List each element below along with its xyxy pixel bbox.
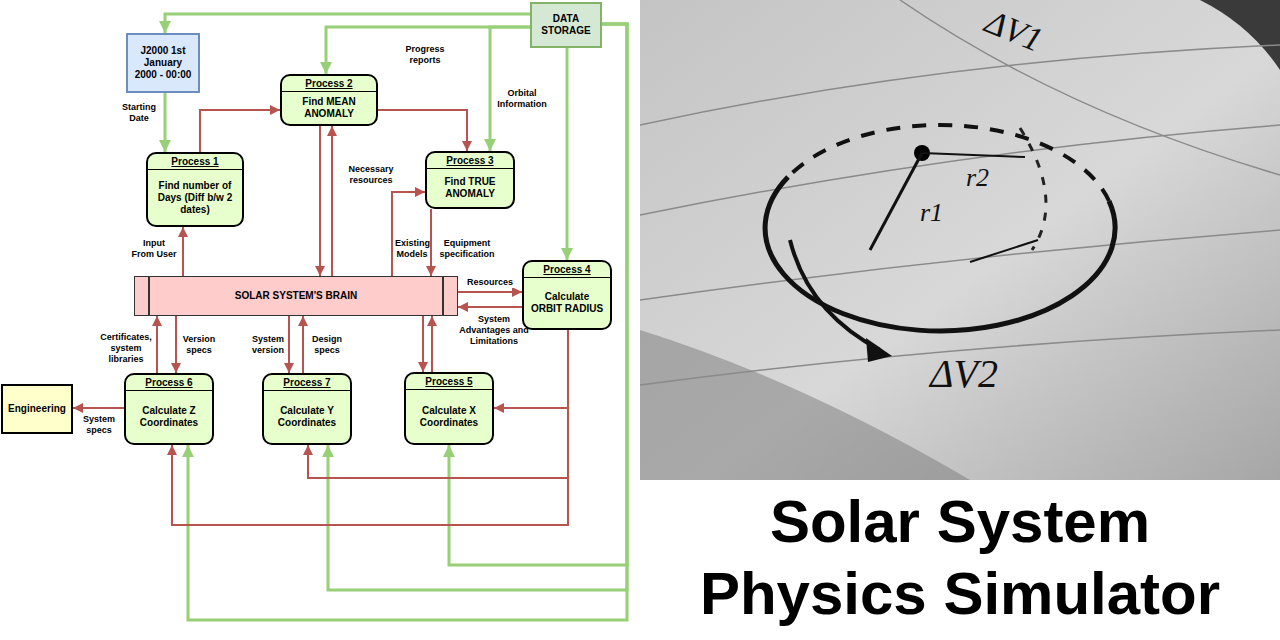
process-flow [73, 407, 124, 409]
node-label: SOLAR SYSTEM'S BRAIN [231, 288, 361, 304]
velocity-arrow [970, 240, 1038, 262]
node-label: Engineering [4, 401, 70, 417]
paper-line [640, 125, 1280, 215]
data-store: DATA STORAGE [530, 2, 602, 48]
orbit-ellipse [765, 177, 1115, 331]
process-flow [458, 291, 522, 293]
sketch-annotation: ΔV2 [930, 350, 998, 397]
flow-label: Resources [462, 277, 518, 288]
process-flow [200, 110, 280, 152]
process-box: Process 4Calculate ORBIT RADIUS [522, 260, 612, 330]
sketch-photo [640, 0, 1280, 480]
process-box: Process 6Calculate Z Coordinates [124, 373, 214, 445]
process-heading: Process 1 [148, 154, 242, 170]
flow-label: Existing Models [394, 238, 430, 260]
process-flow [302, 316, 304, 373]
flow-label: System Advantages and Limitations [458, 314, 530, 347]
process-flow [392, 192, 425, 276]
radius-line [922, 153, 1025, 157]
process-flow [331, 126, 333, 276]
process-flow [431, 316, 433, 372]
flow-label: Necessary resources [345, 164, 397, 186]
transfer-orbit [1020, 128, 1046, 250]
process-heading: Process 6 [126, 375, 212, 391]
date-box: J2000 1st January 2000 - 00:00 [126, 33, 200, 93]
process-flow [422, 316, 424, 372]
node-label: J2000 1st January 2000 - 00:00 [128, 43, 198, 83]
process-label: Calculate ORBIT RADIUS [524, 278, 610, 328]
process-heading: Process 4 [524, 262, 610, 278]
process-label: Find TRUE ANOMALY [427, 169, 513, 207]
process-flow [288, 316, 290, 373]
paper-line [900, 0, 1280, 175]
flow-label: Equipment specification [436, 238, 498, 260]
process-heading: Process 3 [427, 153, 513, 169]
delta-v-arrow [790, 240, 880, 350]
process-box: Process 7Calculate Y Coordinates [262, 373, 352, 445]
process-flow [430, 209, 432, 276]
flow-label: System specs [78, 414, 120, 436]
flow-label: Progress reports [402, 44, 448, 66]
paper-line [640, 45, 1280, 125]
process-flow [172, 330, 568, 525]
data-flow [566, 48, 569, 260]
paper-shadow [640, 330, 970, 480]
process-heading: Process 7 [264, 375, 350, 391]
process-flow [175, 316, 177, 373]
page-title: Solar System Physics Simulator [660, 486, 1260, 630]
paper-line [640, 230, 1280, 300]
sketch-annotation: r2 [966, 163, 989, 193]
process-label: Find number of Days (Diff b/w 2 dates) [148, 170, 242, 225]
flow-label: Design specs [308, 334, 346, 356]
external-entity: Engineering [1, 384, 73, 434]
arrow-head [866, 338, 892, 362]
process-flow [458, 306, 522, 308]
process-flow [182, 227, 184, 276]
orbit-dashed [788, 125, 1109, 201]
data-flow [326, 27, 530, 74]
paper-ground [640, 0, 1280, 480]
flow-label: Orbital Information [494, 88, 550, 110]
node-label: DATA STORAGE [532, 11, 600, 39]
central-store: SOLAR SYSTEM'S BRAIN [134, 276, 458, 316]
data-flow [165, 14, 530, 33]
process-label: Calculate Y Coordinates [264, 391, 350, 443]
process-box: Process 3Find TRUE ANOMALY [425, 151, 515, 209]
radius-line [870, 153, 922, 250]
flow-label: System version [250, 334, 286, 356]
process-label: Calculate Z Coordinates [126, 391, 212, 443]
process-box: Process 2Find MEAN ANOMALY [280, 74, 378, 126]
process-heading: Process 5 [406, 374, 492, 390]
data-flow [164, 93, 167, 152]
sketch-annotation: r1 [920, 198, 943, 228]
flow-label: Version specs [180, 334, 218, 356]
process-heading: Process 2 [282, 76, 376, 92]
process-flow [156, 316, 158, 373]
process-flow [378, 110, 467, 151]
data-flow [449, 24, 627, 565]
flow-label: Input From User [130, 238, 178, 260]
process-label: Calculate X Coordinates [406, 390, 492, 443]
process-label: Find MEAN ANOMALY [282, 92, 376, 124]
process-flow [319, 126, 321, 276]
process-box: Process 1Find number of Days (Diff b/w 2… [146, 152, 244, 227]
data-flow [188, 24, 627, 620]
flow-label: Certificates, system libraries [98, 332, 154, 365]
dark-corner [1200, 0, 1280, 70]
process-box: Process 5Calculate X Coordinates [404, 372, 494, 445]
flow-label: Starting Date [118, 102, 160, 124]
